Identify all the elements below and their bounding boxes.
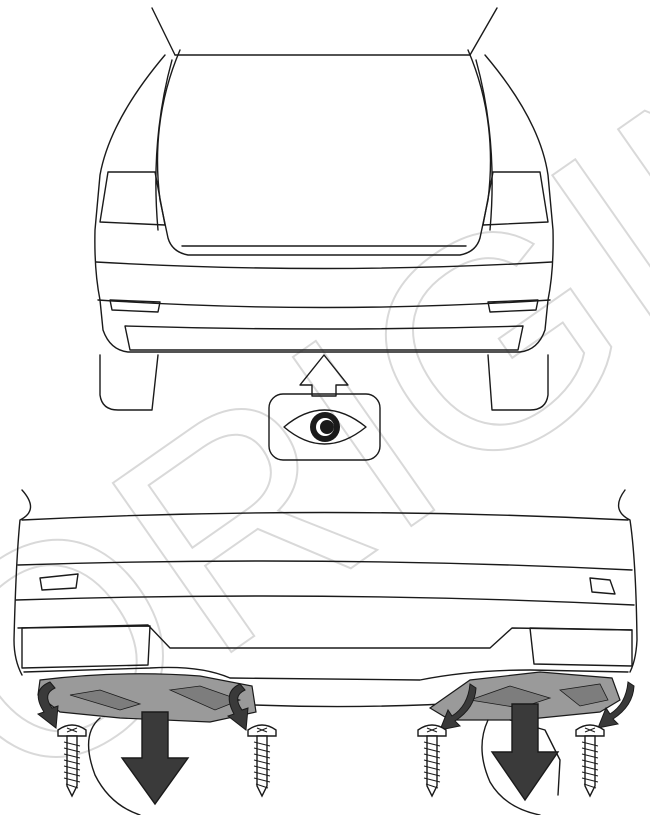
eye-icon <box>283 409 367 445</box>
reflector-right <box>487 299 539 313</box>
tail-light-left <box>99 171 166 226</box>
rear-wheel-left <box>99 354 159 411</box>
arrow-up-icon <box>299 354 349 397</box>
screw-icon <box>57 724 605 798</box>
eye-icon-frame <box>268 393 381 461</box>
wheel-right <box>481 719 541 815</box>
reflector-left <box>39 573 79 591</box>
rear-wheel-right <box>487 354 549 411</box>
reflector-right <box>589 577 616 595</box>
wheel-left <box>87 717 141 815</box>
underbody-shield-left <box>37 673 257 723</box>
curved-arrow-icon <box>36 681 635 731</box>
car-rear-view <box>94 7 554 411</box>
reflector-left <box>109 299 161 313</box>
arrow-down-icon <box>120 703 560 806</box>
bumper-closeup <box>13 489 638 815</box>
tail-light-right <box>482 171 549 226</box>
view-indicator <box>268 354 381 461</box>
